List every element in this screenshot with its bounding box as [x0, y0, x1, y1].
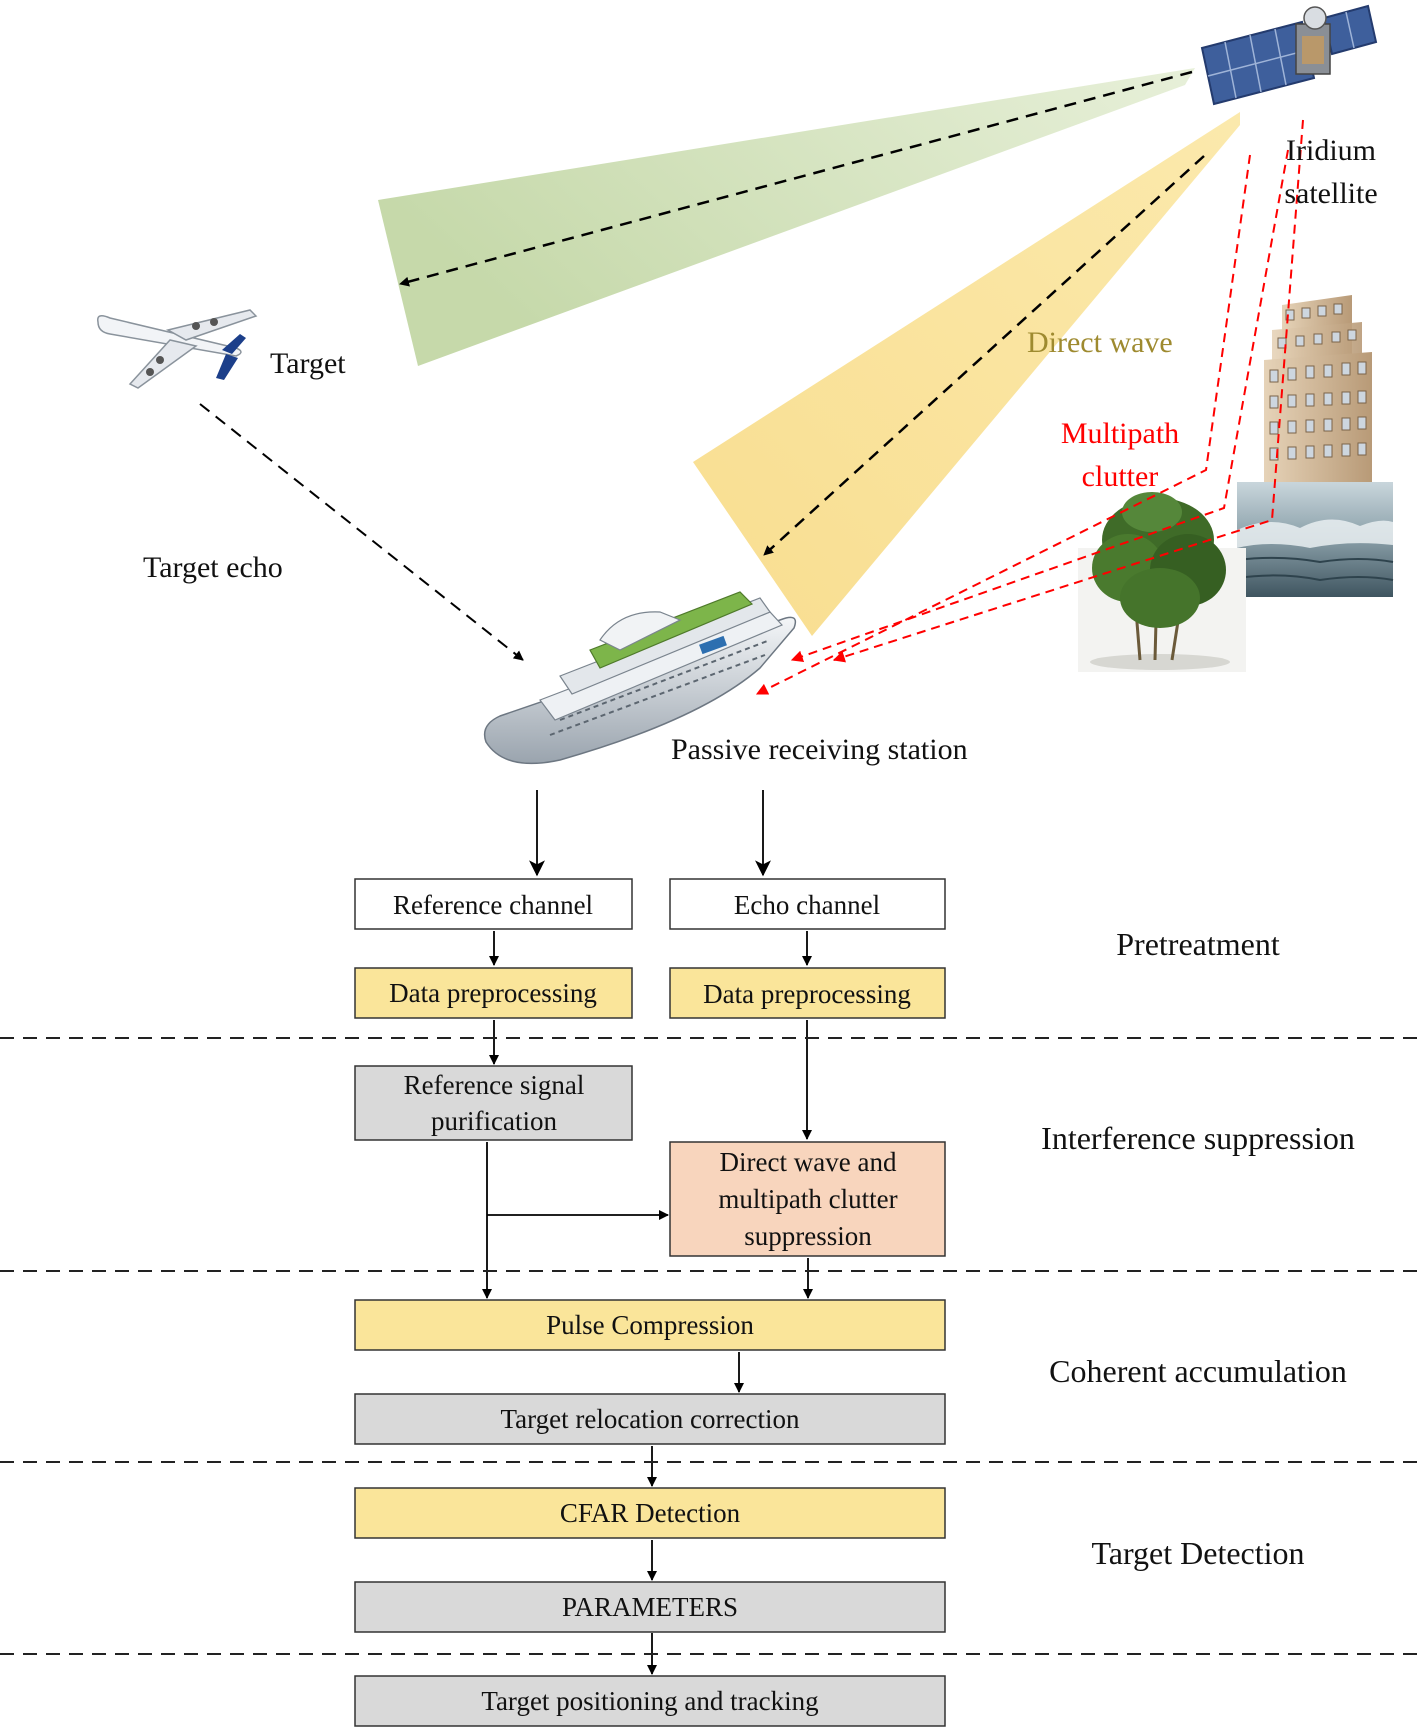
data-preprocessing-right-text: Data preprocessing: [703, 979, 911, 1009]
suppression-box: [669, 1141, 946, 1257]
pulse-compression-text: Pulse Compression: [546, 1310, 754, 1340]
satellite-to-target-arrow: [399, 70, 1193, 287]
stage-label-coherent: Coherent accumulation: [1049, 1353, 1347, 1389]
airplane-icon: [97, 309, 258, 389]
reference-channel-box: [354, 878, 633, 930]
stage-label-detection: Target Detection: [1091, 1535, 1304, 1571]
green-beam: [378, 68, 1195, 366]
multipath-label-line2: clutter: [1082, 460, 1159, 493]
building-icon: [1264, 295, 1372, 484]
reference-channel-text: Reference channel: [393, 890, 593, 920]
suppression-text-1: Direct wave and: [720, 1147, 897, 1177]
direct-wave-label: Direct wave: [1027, 326, 1173, 359]
yellow-beam: [693, 112, 1240, 636]
receiver-label: Passive receiving station: [671, 733, 968, 766]
data-preprocessing-right-box: [669, 967, 946, 1019]
multipath-sea-path: [790, 149, 1289, 663]
reference-purification-box: [354, 1065, 633, 1141]
relocation-text: Target relocation correction: [501, 1404, 800, 1434]
pulse-compression-box: [354, 1299, 946, 1351]
reference-purification-text-1: Reference signal: [404, 1070, 585, 1100]
satellite-label-line2: satellite: [1284, 177, 1377, 210]
stage-label-pretreatment: Pretreatment: [1116, 926, 1280, 962]
suppression-text-2: multipath clutter: [718, 1184, 897, 1214]
multipath-label-line1: Multipath: [1061, 417, 1179, 450]
positioning-box: [354, 1675, 946, 1727]
sea-icon: [1236, 482, 1394, 597]
data-preprocessing-left-text: Data preprocessing: [389, 978, 597, 1008]
suppression-text-3: suppression: [744, 1221, 872, 1251]
satellite-icon: [1200, 4, 1378, 106]
satellite-label-line1: Iridium: [1286, 134, 1376, 167]
target-echo-arrow: [199, 403, 524, 661]
multipath-tree-path: [755, 154, 1251, 695]
parameters-box: [354, 1581, 946, 1633]
data-preprocessing-left-box: [354, 967, 633, 1019]
reference-purification-text-2: purification: [431, 1106, 557, 1136]
tree-icon: [1078, 492, 1246, 672]
target-label: Target: [270, 347, 346, 380]
parameters-text: PARAMETERS: [562, 1592, 738, 1622]
multipath-building-path: [832, 119, 1304, 663]
stage-label-interference: Interference suppression: [1041, 1120, 1355, 1156]
echo-channel-box: [669, 878, 946, 930]
cfar-box: [354, 1487, 946, 1539]
echo-channel-text: Echo channel: [734, 890, 880, 920]
relocation-box: [354, 1393, 946, 1445]
positioning-text: Target positioning and tracking: [481, 1686, 818, 1716]
cfar-text: CFAR Detection: [560, 1498, 741, 1528]
target-echo-label: Target echo: [143, 551, 283, 584]
ship-icon: [483, 591, 797, 765]
